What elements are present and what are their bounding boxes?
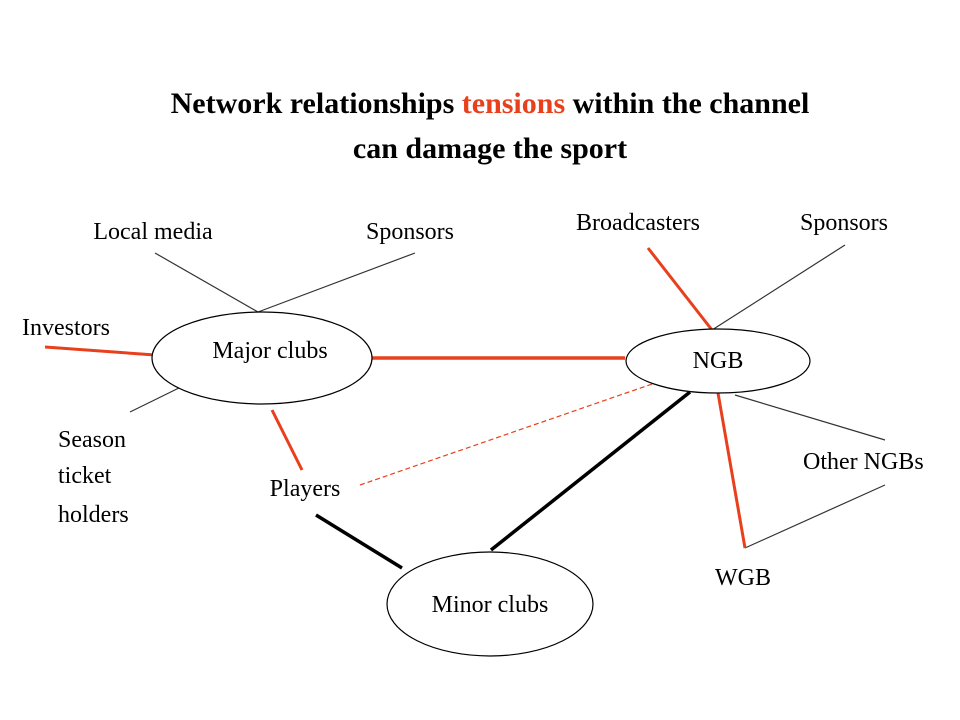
node-players: Players [270, 476, 341, 502]
node-other-ngbs: Other NGBs [803, 449, 924, 475]
node-season-line1: Season [58, 427, 126, 453]
node-season-line3: holders [58, 502, 129, 528]
node-season-line2: ticket [58, 463, 112, 489]
edge-seasonticket-majorclubs [129, 384, 186, 413]
edge-localmedia-majorclubs [154, 252, 259, 313]
edge-players-minorclubs [315, 513, 403, 570]
edge-players-ngb-dashed [359, 382, 656, 486]
node-sponsors-left: Sponsors [366, 219, 454, 245]
node-ngb: NGB [625, 328, 811, 394]
edge-ngb-otherngbs [734, 394, 886, 441]
node-local-media: Local media [93, 219, 213, 245]
edge-majorclubs-players [270, 409, 304, 471]
diagram-title-line2: can damage the sport [353, 132, 627, 165]
edge-investors-majorclubs [44, 345, 156, 357]
node-investors: Investors [22, 315, 110, 341]
node-broadcasters: Broadcasters [576, 210, 700, 236]
edge-sponsors-majorclubs [257, 252, 416, 313]
ngb-label: NGB [693, 348, 744, 374]
edge-broadcasters-ngb [646, 247, 714, 331]
title-highlight-tensions: tensions [462, 87, 565, 120]
major-clubs-label: Major clubs [212, 338, 327, 364]
edge-ngb-wgb [716, 392, 747, 549]
node-wgb: WGB [715, 565, 771, 591]
minor-clubs-label: Minor clubs [432, 592, 549, 618]
node-major-clubs: Major clubs [151, 311, 373, 405]
node-minor-clubs: Minor clubs [386, 551, 594, 657]
node-sponsors-right: Sponsors [800, 210, 888, 236]
edge-sponsors-ngb [711, 244, 846, 331]
edge-minorclubs-ngb [489, 390, 692, 552]
edge-wgb-otherngbs [744, 484, 886, 549]
diagram-title-line1: Network relationships tensions within th… [171, 87, 810, 120]
